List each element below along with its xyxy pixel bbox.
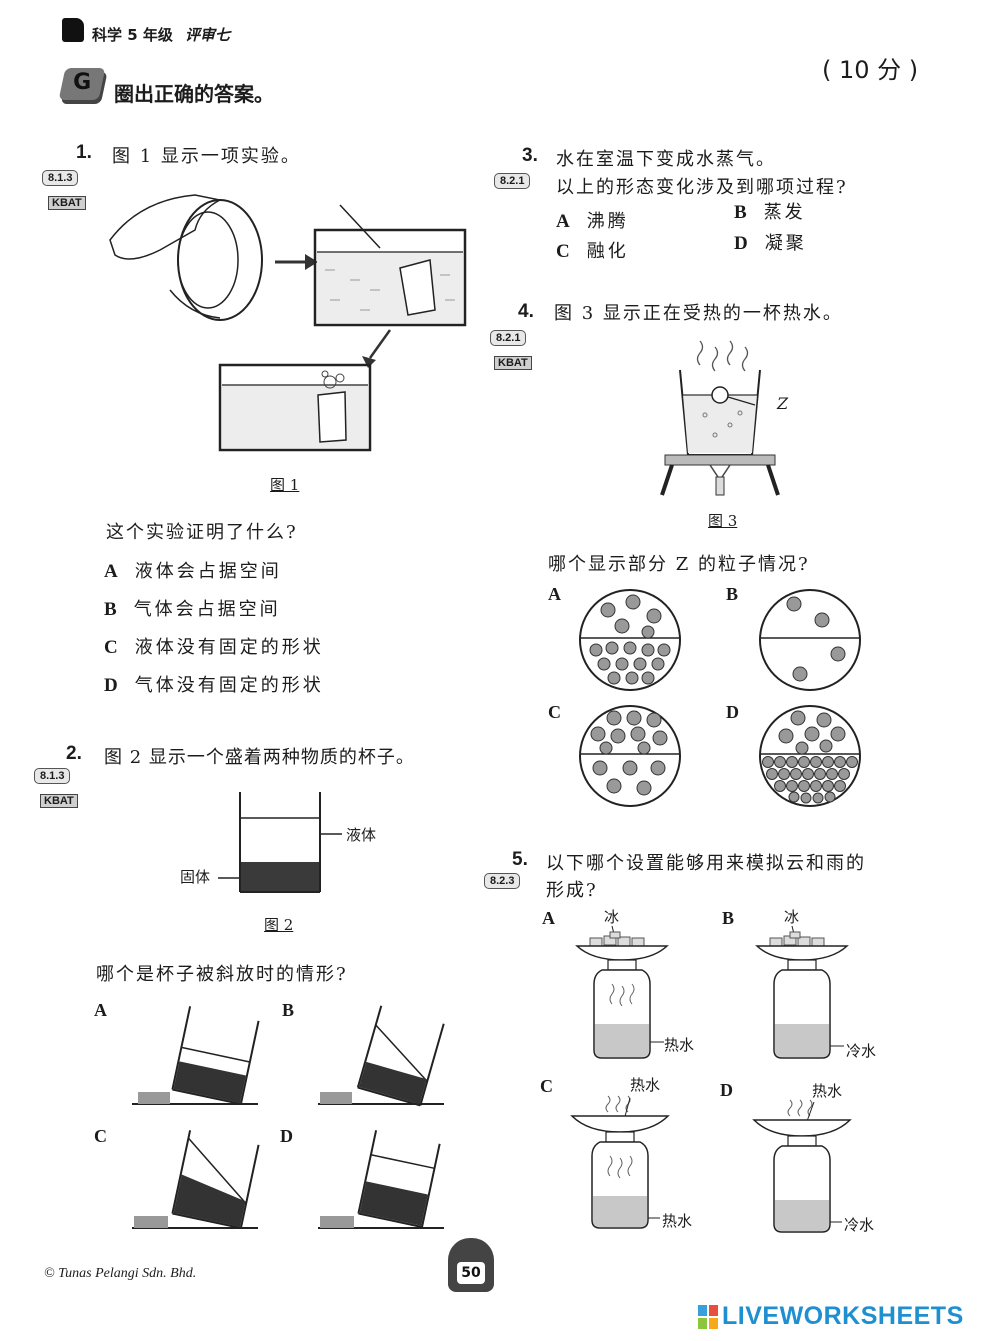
q2-code: 8.1.3 <box>34 768 71 784</box>
q4-option-d-figure[interactable] <box>758 704 862 808</box>
q1-question: 这个实验证明了什么? <box>106 522 298 543</box>
q2-option-c-figure[interactable] <box>130 1124 260 1234</box>
page-number-badge: 50 <box>448 1238 494 1292</box>
q5-option-d-bottom: 冷水 <box>844 1216 875 1234</box>
q4-option-c-label[interactable]: C <box>548 702 561 722</box>
figure-1 <box>109 194 467 452</box>
q4-option-d-label[interactable]: D <box>726 702 739 722</box>
q5-option-b-label[interactable]: B <box>722 908 735 928</box>
figure-1-caption: 图 1 <box>270 476 300 494</box>
book-logo-icon <box>62 18 84 42</box>
watermark: LIVEWORKSHEETS <box>722 1302 964 1330</box>
q2-option-a-figure[interactable] <box>130 1000 260 1110</box>
figure-2 <box>218 792 342 893</box>
copyright: © Tunas Pelangi Sdn. Bhd. <box>44 1266 197 1281</box>
figure-3-z-label: Z <box>777 394 789 413</box>
q3-stem-2: 以上的形态变化涉及到哪项过程? <box>556 177 848 198</box>
q2-option-a-label[interactable]: A <box>94 1000 107 1020</box>
q4-number: 4. <box>518 301 534 322</box>
q5-option-c-label[interactable]: C <box>540 1076 553 1096</box>
q1-kbat: KBAT <box>48 196 86 210</box>
q5-option-a-top: 冰 <box>604 908 620 926</box>
q5-option-a-bottom: 热水 <box>664 1036 695 1054</box>
q4-option-b-figure[interactable] <box>758 588 862 692</box>
q2-kbat: KBAT <box>40 794 78 808</box>
q5-option-b-top: 冰 <box>784 908 800 926</box>
q5-option-d-top: 热水 <box>812 1082 843 1100</box>
q5-stem-1: 以下哪个设置能够用来模拟云和雨的 <box>546 853 866 874</box>
q1-stem: 图 1 显示一项实验。 <box>112 146 301 167</box>
figure-2-liquid-label: 液体 <box>346 826 377 844</box>
q3-code: 8.2.1 <box>494 173 531 189</box>
q4-option-c-figure[interactable] <box>578 704 682 808</box>
q1-code: 8.1.3 <box>42 170 79 186</box>
q5-option-b-figure[interactable] <box>752 924 852 1064</box>
q5-stem-2: 形成? <box>546 880 598 901</box>
q2-number: 2. <box>66 743 82 764</box>
q3-number: 3. <box>522 145 538 166</box>
q5-option-c-bottom: 热水 <box>662 1212 693 1230</box>
q2-question: 哪个是杯子被斜放时的情形? <box>96 964 348 985</box>
q2-option-d-label[interactable]: D <box>280 1126 293 1146</box>
q4-option-b-label[interactable]: B <box>726 584 739 604</box>
page-number: 50 <box>457 1262 485 1284</box>
q5-option-a-label[interactable]: A <box>542 908 555 928</box>
q4-option-a-figure[interactable] <box>578 588 682 692</box>
q5-code: 8.2.3 <box>484 873 521 889</box>
header-unit: 评审七 <box>185 26 231 44</box>
figure-3-caption: 图 3 <box>708 512 738 530</box>
q2-option-c-label[interactable]: C <box>94 1126 107 1146</box>
section-letter: G <box>73 70 92 95</box>
figure-3 <box>660 340 780 496</box>
q5-option-d-label[interactable]: D <box>720 1080 733 1100</box>
q3-stem-1: 水在室温下变成水蒸气。 <box>556 149 776 170</box>
header-subject: 科学 5 年级 <box>92 26 173 44</box>
q5-option-c-top: 热水 <box>630 1076 661 1094</box>
q4-question: 哪个显示部分 Z 的粒子情况? <box>548 554 810 575</box>
q5-option-d-figure[interactable] <box>752 1098 852 1238</box>
q2-option-b-figure[interactable] <box>316 1000 446 1110</box>
q4-code: 8.2.1 <box>490 330 527 346</box>
q4-option-a-label[interactable]: A <box>548 584 561 604</box>
q2-option-d-figure[interactable] <box>316 1124 446 1234</box>
instruction: 圈出正确的答案。 <box>114 82 274 106</box>
q2-stem: 图 2 显示一个盛着两种物质的杯子。 <box>104 747 415 768</box>
q4-stem: 图 3 显示正在受热的一杯热水。 <box>554 303 843 324</box>
q5-number: 5. <box>512 849 528 870</box>
section-badge: G <box>58 68 106 100</box>
q2-option-b-label[interactable]: B <box>282 1000 295 1020</box>
q4-kbat: KBAT <box>494 356 532 370</box>
q5-option-c-figure[interactable] <box>570 1094 670 1234</box>
q1-number: 1. <box>76 142 92 163</box>
q5-option-a-figure[interactable] <box>572 924 672 1064</box>
score: ( 10 分 ) <box>822 56 919 84</box>
figure-2-caption: 图 2 <box>264 916 294 934</box>
q5-option-b-bottom: 冷水 <box>846 1042 877 1060</box>
figure-2-solid-label: 固体 <box>180 868 211 886</box>
lws-logo-icon <box>698 1305 718 1329</box>
